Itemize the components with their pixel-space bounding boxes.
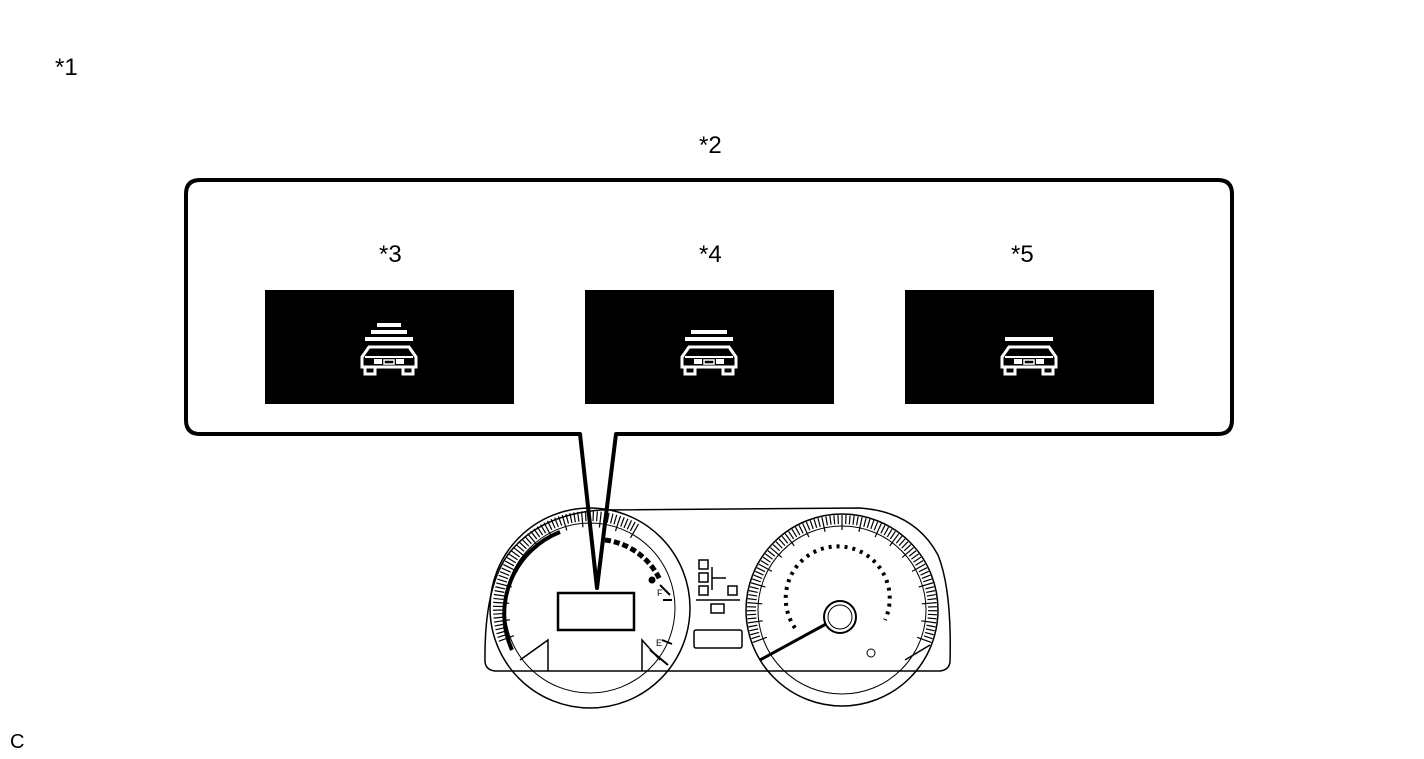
- corner-code: C: [10, 731, 25, 753]
- svg-text:F: F: [657, 588, 663, 598]
- vehicle-distance-long-icon: [360, 323, 418, 376]
- vehicle-distance-middle-icon: [680, 330, 738, 376]
- svg-text:E: E: [656, 638, 662, 648]
- label-display-5: *5: [1011, 241, 1034, 268]
- label-display-4: *4: [699, 241, 722, 268]
- label-meter: *1: [55, 54, 78, 81]
- label-display-3: *3: [379, 241, 402, 268]
- combination-meter-icon: F E: [484, 507, 951, 709]
- vehicle-distance-short-icon: [1000, 337, 1058, 376]
- label-callout: *2: [699, 132, 722, 159]
